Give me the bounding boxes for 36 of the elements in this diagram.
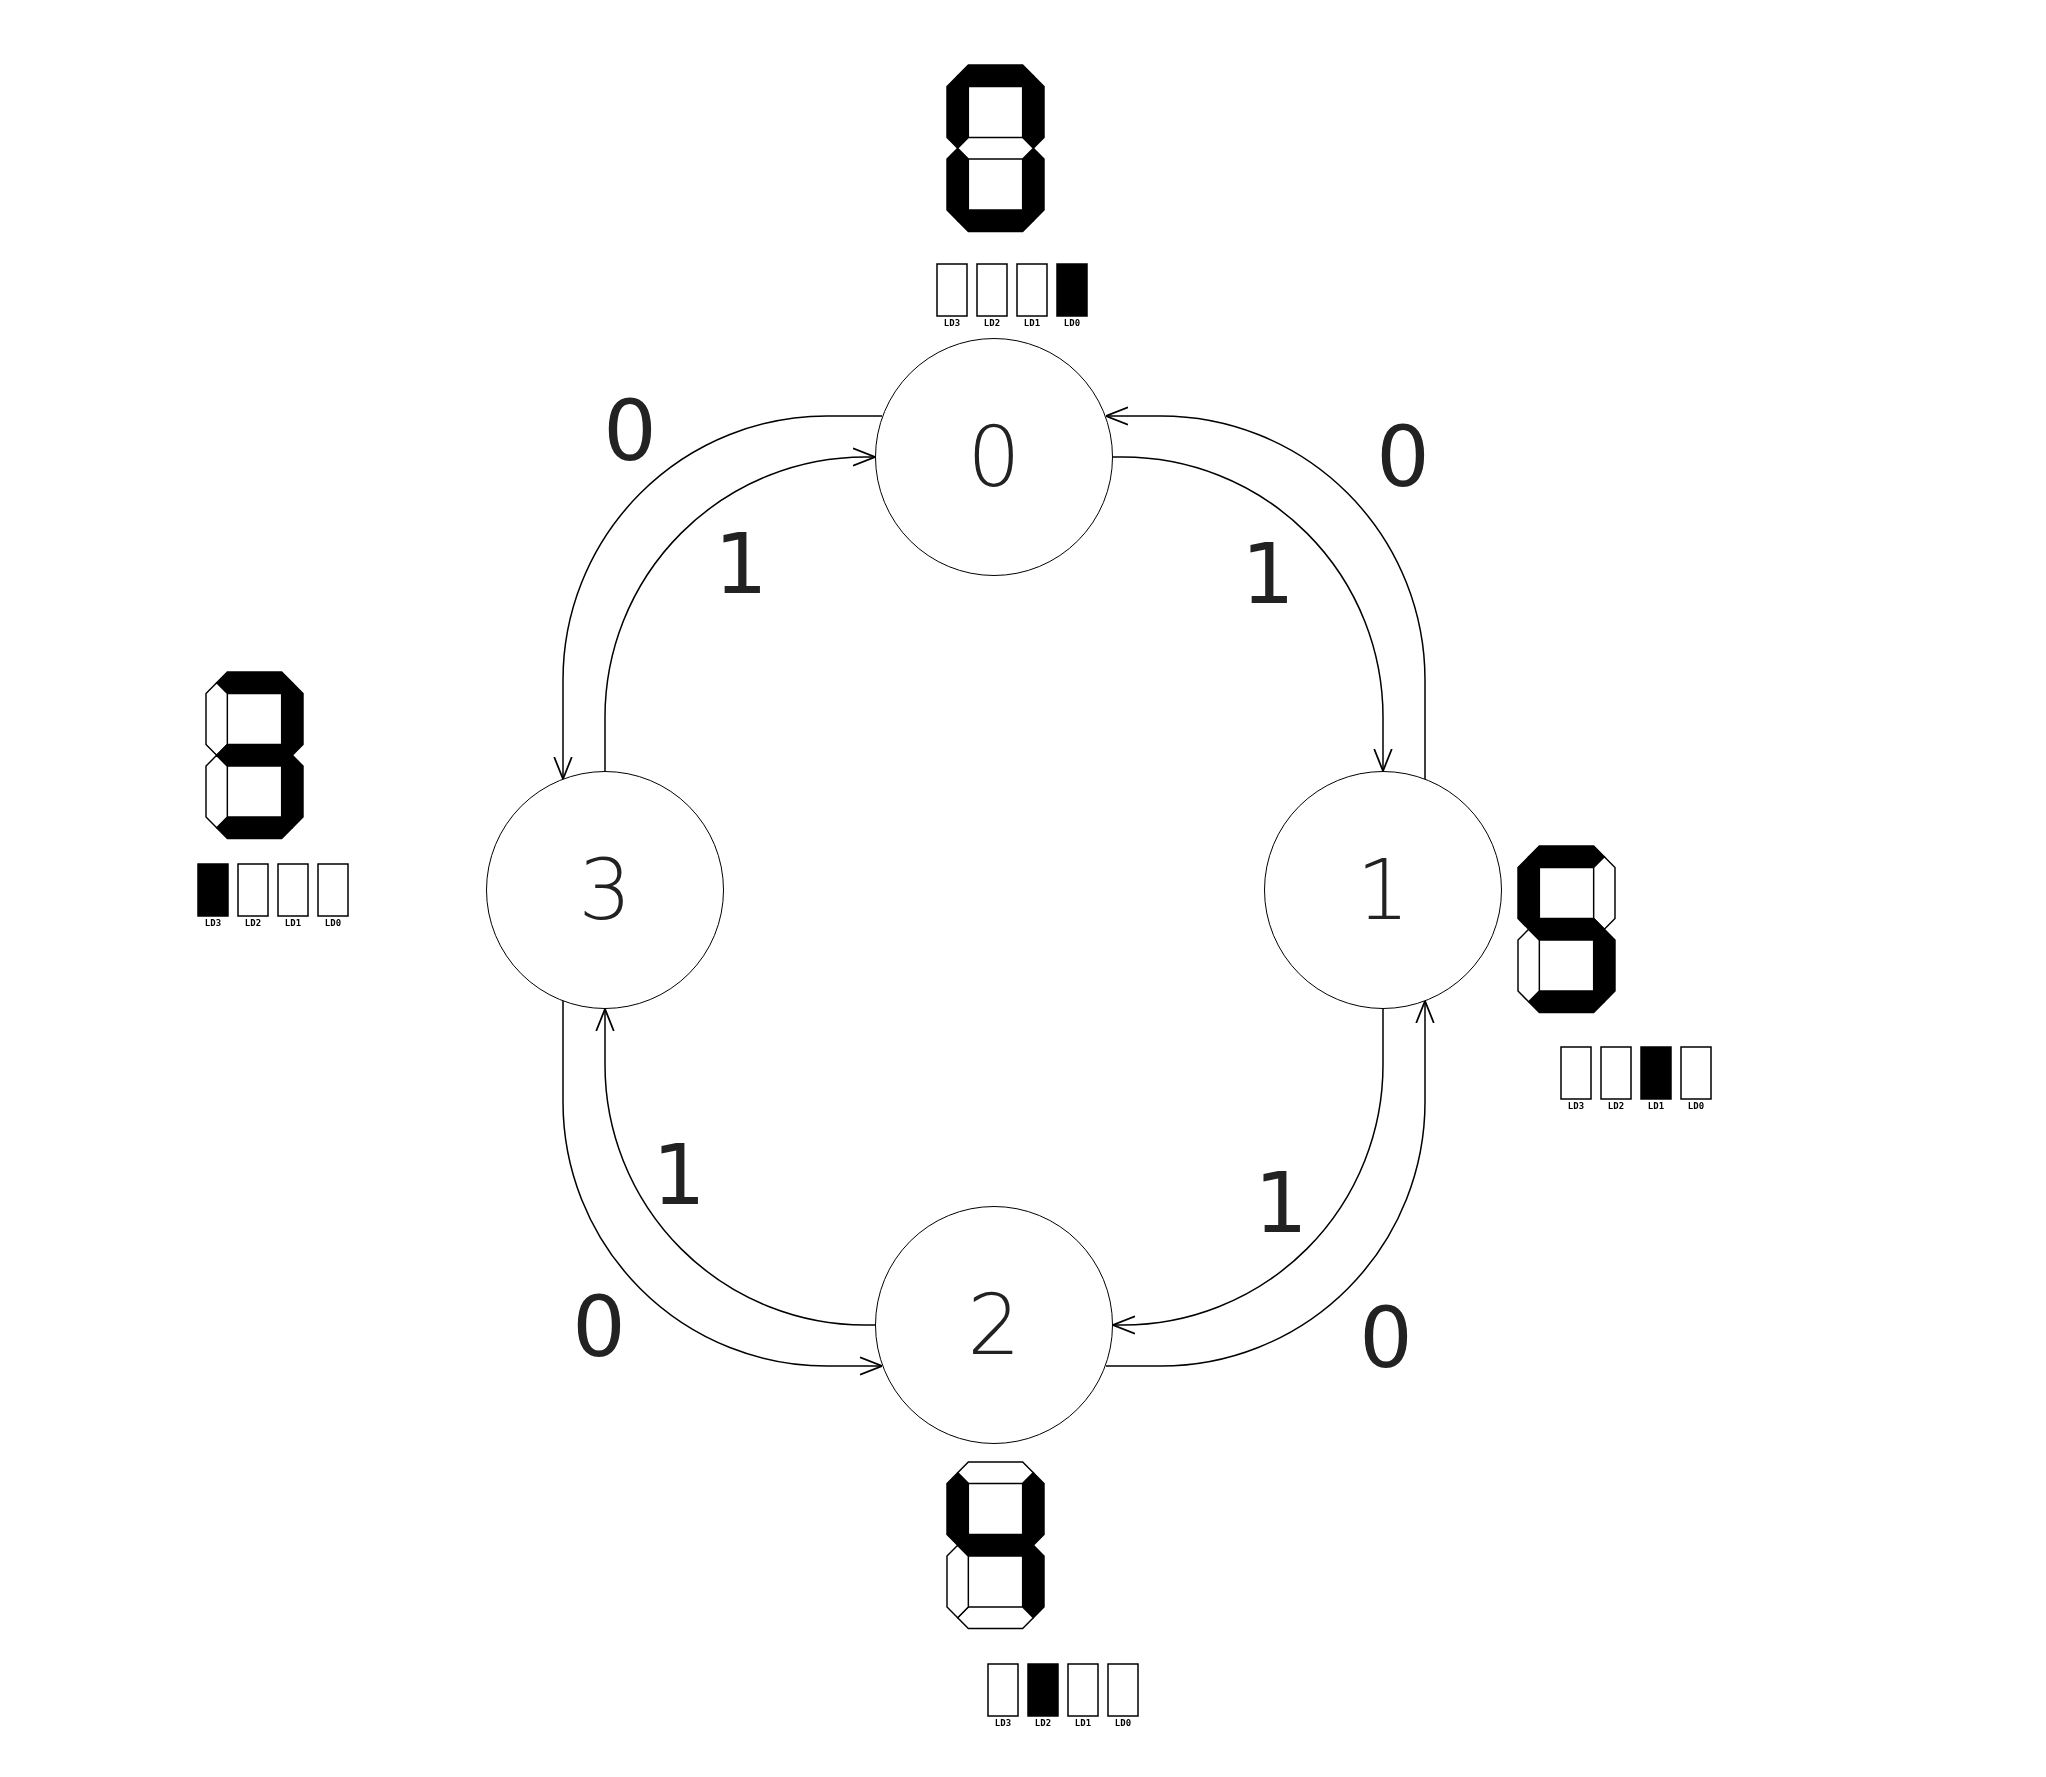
state-label: 1: [1356, 848, 1410, 932]
led-label: LD1: [284, 919, 302, 928]
transition-arrow: [553, 415, 883, 780]
led-label: LD3: [204, 919, 222, 928]
led-label: LD2: [1607, 1102, 1625, 1111]
led-label: LD0: [324, 919, 342, 928]
edge-label: 0: [1359, 1296, 1413, 1380]
state-label: 0: [967, 415, 1021, 499]
edge-label: 0: [1376, 415, 1430, 499]
led-label: LD3: [994, 1719, 1012, 1728]
led-label: LD0: [1687, 1102, 1705, 1111]
led-label: LD0: [1063, 319, 1081, 328]
edge-label: 0: [572, 1285, 626, 1369]
led-label: LD2: [983, 319, 1001, 328]
led-label: LD3: [943, 319, 961, 328]
led-label: LD2: [1034, 1719, 1052, 1728]
led-label: LD3: [1567, 1102, 1585, 1111]
edge-label: 1: [714, 522, 768, 606]
edge-label: 1: [1241, 532, 1295, 616]
edge-label: 1: [1254, 1161, 1308, 1245]
transition-arrow: [1112, 456, 1393, 772]
led-label: LD2: [244, 919, 262, 928]
led-label: LD1: [1647, 1102, 1665, 1111]
edge-label: 0: [603, 389, 657, 473]
edge-label: 1: [652, 1133, 706, 1217]
led-label: LD1: [1074, 1719, 1092, 1728]
transition-arrow: [1105, 406, 1426, 780]
transition-arrow: [1105, 1000, 1435, 1367]
led-label: LD1: [1023, 319, 1041, 328]
led-label: LD0: [1114, 1719, 1132, 1728]
state-label: 2: [967, 1283, 1021, 1367]
transition-arrow: [1112, 1008, 1384, 1335]
state-label: 3: [578, 848, 632, 932]
transition-arrow: [595, 1008, 876, 1326]
transition-arrow: [604, 447, 876, 772]
transition-arrow: [562, 1000, 883, 1376]
